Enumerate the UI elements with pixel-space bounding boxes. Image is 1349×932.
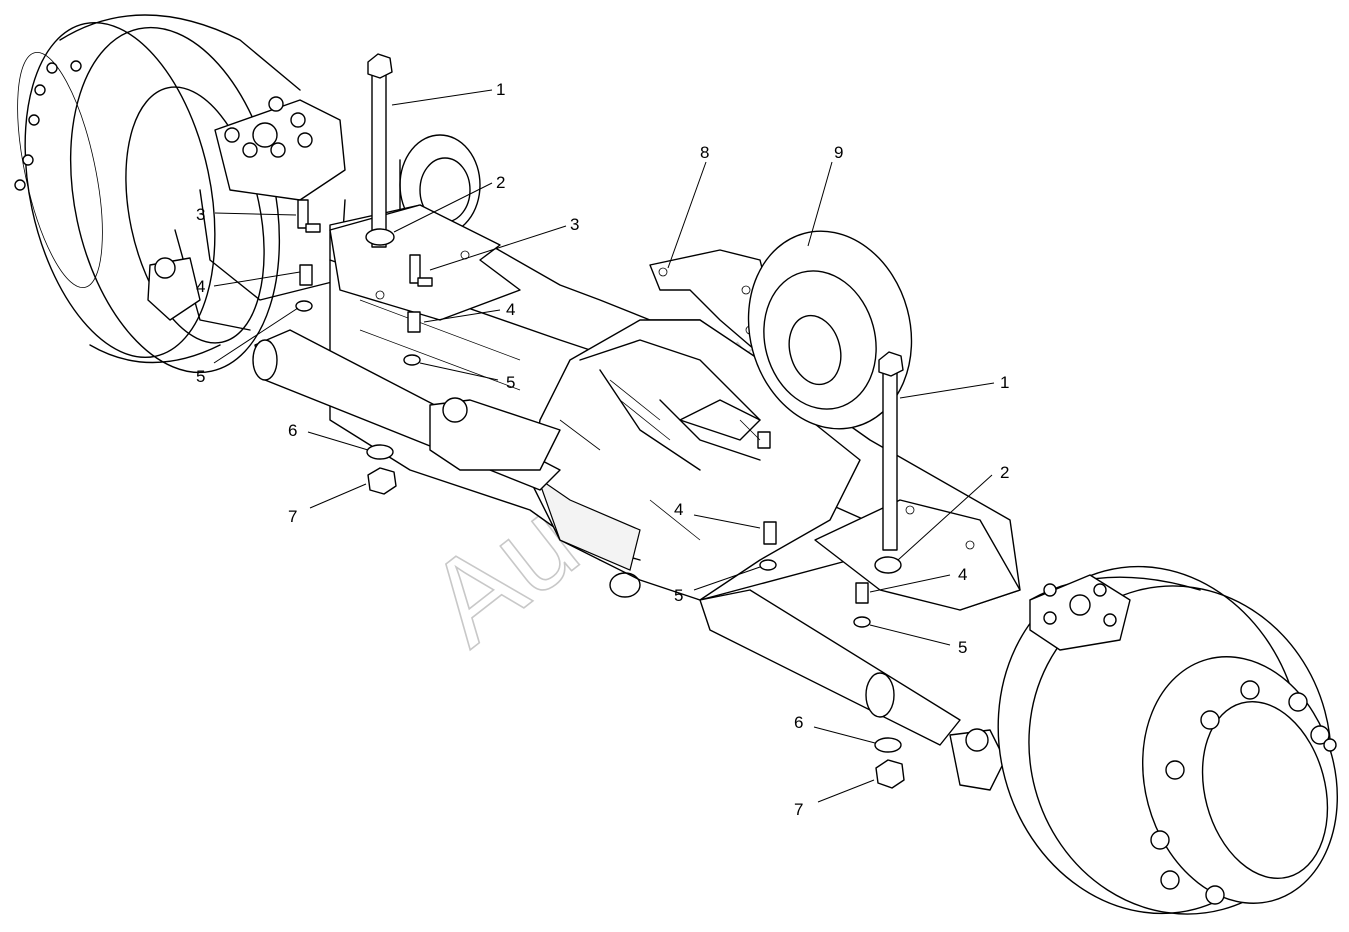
fitting-c	[763, 521, 777, 545]
grease-fitting-tee-a	[297, 199, 321, 233]
washer-left	[365, 228, 395, 246]
fitting-a	[299, 264, 313, 286]
brake-drum	[747, 230, 913, 430]
callout-7: 7	[794, 800, 803, 819]
lock-washer-right	[874, 737, 902, 753]
callout-9: 9	[834, 143, 843, 162]
u-bolt-right	[878, 351, 904, 551]
steering-cylinder	[147, 257, 1006, 791]
callout-8: 8	[700, 143, 709, 162]
callout-4: 4	[674, 500, 683, 519]
nut-left	[367, 467, 397, 495]
lock-washer-left	[366, 444, 394, 460]
callout-3: 3	[570, 215, 579, 234]
leader-lines	[213, 89, 995, 803]
callout-2: 2	[1000, 463, 1009, 482]
left-wheel-hub	[14, 14, 301, 374]
callout-4: 4	[958, 565, 967, 584]
callout-4: 4	[196, 277, 205, 296]
washer-right	[874, 556, 902, 574]
u-bolt-left	[367, 53, 393, 248]
nut-right	[875, 759, 905, 789]
callout-1: 1	[496, 80, 505, 99]
callout-4: 4	[506, 300, 515, 319]
callout-2: 2	[496, 173, 505, 192]
fitting-d	[855, 582, 869, 604]
callout-1: 1	[1000, 373, 1009, 392]
left-steering-knuckle	[174, 96, 346, 331]
o-ring-c	[759, 559, 777, 571]
o-ring-b	[403, 354, 421, 366]
callout-5: 5	[196, 367, 205, 386]
callout-3: 3	[196, 205, 205, 224]
grease-fitting-tee-b	[409, 254, 433, 287]
callout-5: 5	[674, 586, 683, 605]
callout-5: 5	[958, 638, 967, 657]
callouts: 1 1 2 2 3 3 4 4 4 4 5 5 5 5 6 6 7 7 8 9	[196, 80, 1009, 819]
callout-6: 6	[288, 421, 297, 440]
fitting-b	[407, 311, 421, 333]
o-ring-a	[295, 300, 313, 312]
callout-6: 6	[794, 713, 803, 732]
callout-5: 5	[506, 373, 515, 392]
right-wheel-hub	[997, 565, 1338, 915]
callout-7: 7	[288, 507, 297, 526]
o-ring-d	[853, 616, 871, 628]
